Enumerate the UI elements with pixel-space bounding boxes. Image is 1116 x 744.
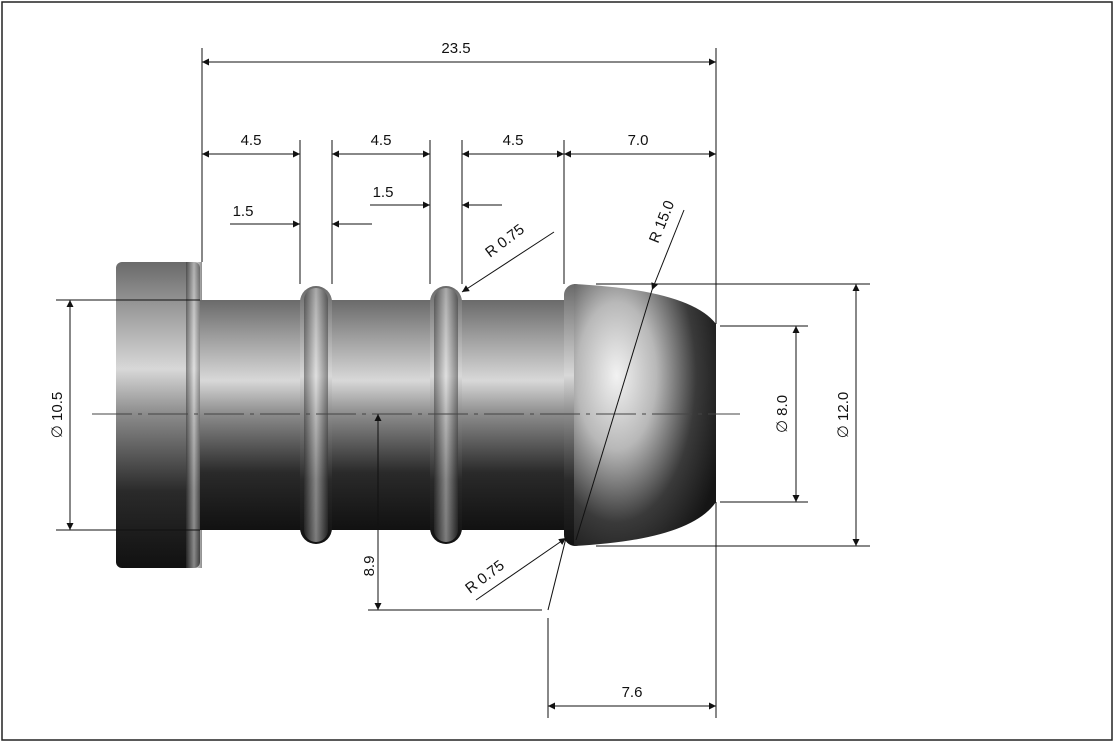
shaft <box>200 300 570 530</box>
dim-overall-length: 23.5 <box>441 40 470 57</box>
dim-seg1: 4.5 <box>241 132 262 149</box>
nose <box>574 284 716 546</box>
dim-body-diameter: ∅ 10.5 <box>49 392 66 438</box>
dim-nose-length: 7.0 <box>628 132 649 149</box>
dim-nose-radius: R 15.0 <box>646 198 678 245</box>
dim-shoulder-diameter: ∅ 12.0 <box>835 392 852 438</box>
extension-lines <box>56 48 870 718</box>
dim-groove1-width: 1.5 <box>233 203 254 220</box>
dim-center-offset: 8.9 <box>361 556 378 577</box>
dim-groove-radius-top: R 0.75 <box>482 221 528 261</box>
dim-radius-center-offset: 7.6 <box>622 684 643 701</box>
dim-tip-diameter: ∅ 8.0 <box>774 395 791 433</box>
dim-seg2: 4.5 <box>371 132 392 149</box>
dim-groove-radius-bottom: R 0.75 <box>462 557 508 597</box>
part-body <box>116 262 716 568</box>
dim-groove2-width: 1.5 <box>373 184 394 201</box>
dimension-lines <box>66 58 860 710</box>
dim-seg3: 4.5 <box>503 132 524 149</box>
flange <box>116 262 200 568</box>
